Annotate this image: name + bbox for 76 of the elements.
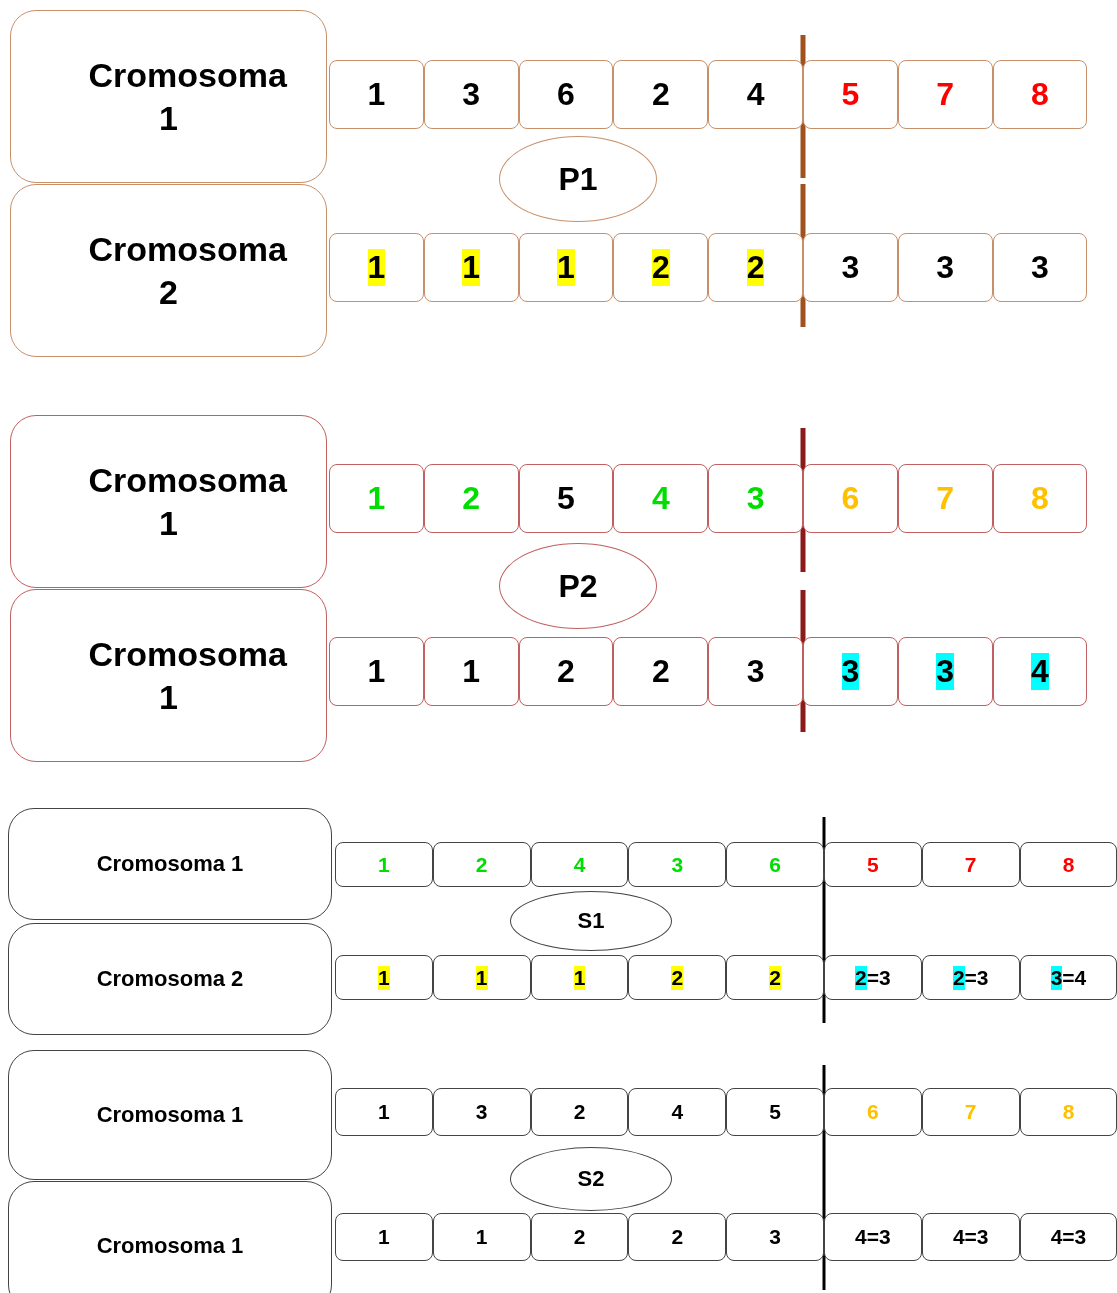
- chromosome-box: Cromosoma 1: [10, 10, 327, 183]
- gene-cell: 2: [726, 955, 824, 1000]
- gene-cell: 3: [708, 464, 803, 533]
- gene-cell: 6: [824, 1088, 922, 1136]
- chromosome-box: Cromosoma 2: [8, 923, 332, 1035]
- gene-cell: 4=3: [921, 1213, 1020, 1261]
- gene-cell: 1: [329, 637, 424, 706]
- gene-cell: 4: [708, 60, 803, 129]
- oval-tag: P1: [499, 136, 657, 222]
- gene-cell: 4: [530, 842, 629, 887]
- oval-tag: S2: [510, 1147, 672, 1211]
- gene-cell: 1: [335, 1088, 433, 1136]
- chromosome-box: Cromosoma 1: [8, 1050, 332, 1180]
- gene-cell: 2: [613, 637, 709, 706]
- gene-cell: 3: [628, 842, 727, 887]
- gene-cell: 5: [518, 464, 614, 533]
- chromosome-box: Cromosoma 1: [8, 808, 332, 920]
- gene-cell: 4=3: [1019, 1213, 1117, 1261]
- gene-cell: 4=3: [824, 1213, 922, 1261]
- gene-cell: 7: [921, 1088, 1020, 1136]
- gene-cell: 6: [726, 842, 824, 887]
- gene-cell: 7: [897, 60, 993, 129]
- gene-cell: 5: [824, 842, 922, 887]
- gene-cell: 8: [992, 464, 1088, 533]
- gene-cell: 2=3: [824, 955, 922, 1000]
- chromosome-box: Cromosoma 1: [8, 1181, 332, 1293]
- chromosome-box: Cromosoma 1: [10, 589, 327, 762]
- gene-cell: 2: [530, 1213, 629, 1261]
- gene-cell: 3: [803, 637, 898, 706]
- gene-cell: 1: [423, 637, 519, 706]
- gene-cell: 6: [803, 464, 898, 533]
- gene-cell: 3: [992, 233, 1088, 302]
- gene-cell: 5: [726, 1088, 824, 1136]
- gene-cell: 1: [329, 60, 424, 129]
- chromosome-box: Cromosoma 2: [10, 184, 327, 357]
- gene-cell: 3: [423, 60, 519, 129]
- gene-cell: 1: [329, 233, 424, 302]
- gene-cell: 3: [726, 1213, 824, 1261]
- gene-cell: 1: [432, 1213, 531, 1261]
- gene-cell: 7: [921, 842, 1020, 887]
- gene-cell: 4: [992, 637, 1088, 706]
- gene-cell: 1: [335, 842, 433, 887]
- gene-cell: 2: [432, 842, 531, 887]
- gene-cell: 3: [897, 637, 993, 706]
- gene-cell: 1: [423, 233, 519, 302]
- gene-cell: 2: [613, 60, 709, 129]
- gene-cell: 2: [708, 233, 803, 302]
- gene-cell: 1: [335, 1213, 433, 1261]
- oval-tag: S1: [510, 891, 672, 951]
- gene-cell: 1: [530, 955, 629, 1000]
- gene-cell: 3: [897, 233, 993, 302]
- oval-tag: P2: [499, 543, 657, 629]
- gene-cell: 2=3: [921, 955, 1020, 1000]
- gene-cell: 3: [803, 233, 898, 302]
- gene-cell: 7: [897, 464, 993, 533]
- gene-cell: 8: [992, 60, 1088, 129]
- gene-cell: 2: [423, 464, 519, 533]
- gene-cell: 2: [613, 233, 709, 302]
- gene-cell: 1: [335, 955, 433, 1000]
- gene-cell: 1: [329, 464, 424, 533]
- gene-cell: 4: [613, 464, 709, 533]
- gene-cell: 3=4: [1019, 955, 1117, 1000]
- gene-cell: 4: [628, 1088, 727, 1136]
- gene-cell: 6: [518, 60, 614, 129]
- gene-cell: 8: [1019, 842, 1117, 887]
- chromosome-box: Cromosoma 1: [10, 415, 327, 588]
- gene-cell: 2: [628, 1213, 727, 1261]
- gene-cell: 3: [432, 1088, 531, 1136]
- gene-cell: 2: [518, 637, 614, 706]
- gene-cell: 8: [1019, 1088, 1117, 1136]
- gene-cell: 2: [628, 955, 727, 1000]
- gene-cell: 1: [432, 955, 531, 1000]
- gene-cell: 1: [518, 233, 614, 302]
- gene-cell: 2: [530, 1088, 629, 1136]
- gene-cell: 5: [803, 60, 898, 129]
- gene-cell: 3: [708, 637, 803, 706]
